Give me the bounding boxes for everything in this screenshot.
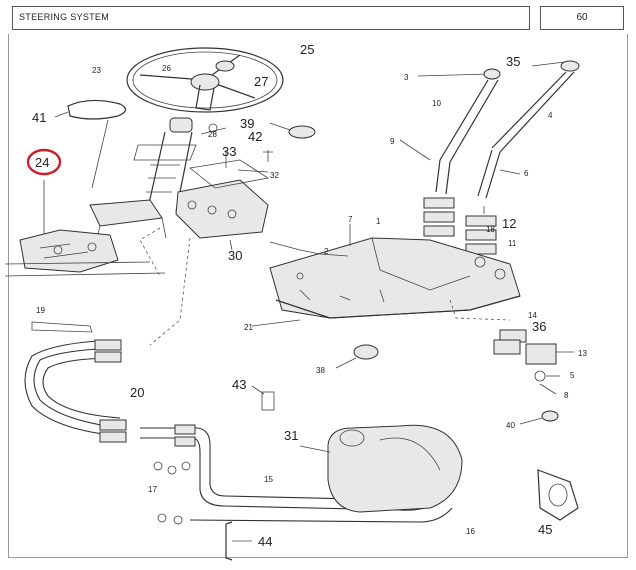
callout-19: 19	[36, 306, 45, 315]
callout-41: 41	[32, 110, 46, 125]
part-41-gasket	[54, 99, 127, 120]
lower-right-parts	[493, 329, 574, 425]
callout-14: 14	[528, 311, 537, 320]
lever-assembly	[399, 60, 580, 199]
callout-21: 21	[244, 323, 253, 332]
callout-8: 8	[564, 391, 569, 400]
part-38-cap	[335, 344, 379, 369]
steering-column	[89, 117, 227, 251]
callout-1: 1	[376, 217, 381, 226]
callout-16: 16	[466, 527, 475, 536]
steering-valve	[139, 150, 270, 346]
callout-13: 13	[578, 349, 587, 358]
header-page-box: 60	[540, 6, 624, 30]
steering-cylinder	[299, 424, 463, 513]
diagram-frame	[8, 34, 628, 558]
callout-44: 44	[258, 534, 272, 549]
highlight-ring	[26, 148, 62, 176]
callout-30: 30	[228, 248, 242, 263]
callout-12: 12	[502, 216, 516, 231]
callout-28: 28	[208, 130, 217, 139]
callout-26: 26	[162, 64, 171, 73]
callout-17: 17	[148, 485, 157, 494]
callout-6: 6	[524, 169, 529, 178]
part-24-mount	[4, 180, 166, 277]
callout-7: 7	[348, 215, 353, 224]
callout-31: 31	[284, 428, 298, 443]
page-title: STEERING SYSTEM	[19, 12, 110, 22]
page-number: 60	[576, 12, 588, 23]
valve-stacks	[423, 197, 497, 255]
callout-9: 9	[390, 137, 395, 146]
callout-32: 32	[270, 171, 279, 180]
part-39-ring	[263, 122, 316, 162]
part-45-gasket	[537, 469, 579, 521]
callout-10: 10	[432, 99, 441, 108]
control-housing	[251, 224, 521, 327]
callout-39: 39	[240, 116, 254, 131]
callout-5: 5	[570, 371, 575, 380]
callout-45: 45	[538, 522, 552, 537]
part-43-plate	[251, 385, 275, 411]
callout-35: 35	[506, 54, 520, 69]
callout-24: 24	[35, 155, 49, 170]
callout-11: 11	[508, 239, 517, 248]
callout-15: 15	[264, 475, 273, 484]
callout-27: 27	[254, 74, 268, 89]
callout-36: 36	[532, 319, 546, 334]
callout-25: 25	[300, 42, 314, 57]
callout-42: 42	[248, 129, 262, 144]
callout-40: 40	[506, 421, 515, 430]
callout-23: 23	[92, 66, 101, 75]
callout-20: 20	[130, 385, 144, 400]
callout-38: 38	[316, 366, 325, 375]
callout-2: 2	[324, 247, 329, 256]
callout-3: 3	[404, 73, 409, 82]
header-title-box: STEERING SYSTEM	[12, 6, 530, 30]
callout-4: 4	[548, 111, 553, 120]
steering-wheel	[126, 47, 284, 113]
callout-18: 18	[486, 225, 495, 234]
callout-43: 43	[232, 377, 246, 392]
small-fittings	[153, 461, 252, 561]
callout-33: 33	[222, 144, 236, 159]
